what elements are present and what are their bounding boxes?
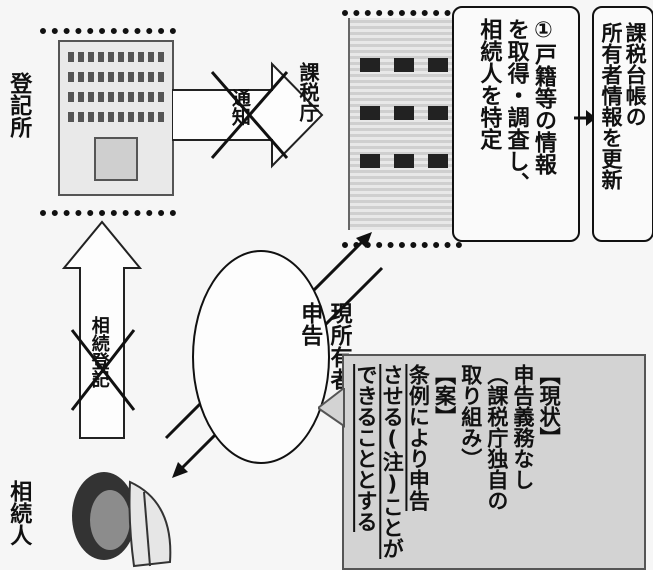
registry-dotted-border <box>40 28 176 216</box>
proposal-line3: できることとする <box>354 364 378 560</box>
current-line1: 申告義務なし <box>511 364 535 560</box>
status-callout: 【現状】 申告義務なし （課税庁独自の 取り組み） 【案】 条例により申告 させ… <box>342 354 646 570</box>
callout-pointer <box>318 388 348 428</box>
box2-line2: 所有者情報を更新 <box>599 22 623 190</box>
tax-office-dotted-border <box>342 10 462 248</box>
owner-declaration-ellipse: 現所有者の 申告 <box>192 250 330 464</box>
inheritance-registration-label: 相続登記 <box>88 316 109 388</box>
box1-marker-and-line1: ①戸籍等の情報 <box>531 18 556 194</box>
notice-label: 通知 <box>228 88 250 126</box>
current-header: 【現状】 <box>537 364 561 560</box>
registry-office-label: 登記所 <box>6 72 31 138</box>
tax-office-label: 課税庁 <box>296 62 319 122</box>
proposal-line2: させる(注)ことが <box>380 364 404 560</box>
proposal-line1: 条例により申告 <box>406 364 430 560</box>
proposal-header: 【案】 <box>432 364 456 560</box>
box1-line2: を取得・調査し、 <box>503 18 528 194</box>
current-line3: 取り組み） <box>459 364 483 560</box>
update-ledger-box: 課税台帳の 所有者情報を更新 <box>592 6 653 242</box>
identify-heirs-box: ①戸籍等の情報 を取得・調査し、 相続人を特定 <box>452 6 580 242</box>
heir-label: 相続人 <box>6 480 31 546</box>
box2-line1: 課税台帳の <box>623 22 647 190</box>
box1-line3: 相続人を特定 <box>476 18 501 194</box>
current-line2: （課税庁独自の <box>485 364 509 560</box>
